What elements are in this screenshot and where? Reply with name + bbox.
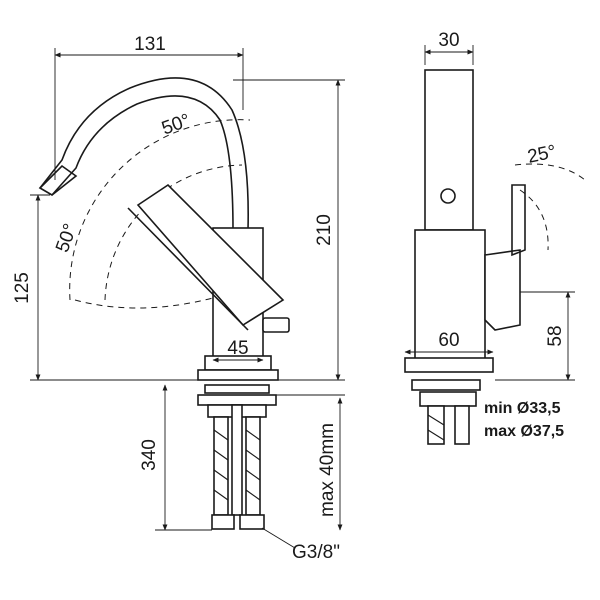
lever-handle-edge (127, 207, 249, 331)
dim-label-210: 210 (314, 214, 335, 246)
side-lever (484, 249, 521, 331)
hose-hatch (213, 429, 261, 501)
dim-label-max-40mm: max 40mm (317, 423, 338, 517)
mounting-plate-top (204, 384, 270, 394)
side-rod-right (454, 405, 470, 445)
center-stud (231, 404, 243, 516)
dim-label-58: 58 (545, 325, 566, 346)
spout-inner-outline (51, 95, 234, 231)
side-lever-arc (514, 163, 586, 181)
side-mounting-nut (419, 391, 477, 407)
side-lever-swing (511, 184, 526, 257)
hole-min-label: min Ø33,5 (484, 400, 561, 417)
hose-fitting-right (239, 514, 265, 530)
front-view: 131 210 125 45 50° 50° 340 max 40mm G3/8… (12, 34, 345, 563)
side-mounting-plate (411, 379, 481, 391)
hose-fitting-left (211, 514, 235, 530)
dim-label-340: 340 (139, 439, 160, 471)
dim-label-131: 131 (134, 34, 166, 55)
side-view: 30 25° 60 58 min Ø33,5 max Ø37,5 (404, 30, 586, 445)
aerator-outlet (440, 188, 456, 204)
side-body-lower (414, 229, 486, 361)
thread-leader (261, 527, 296, 549)
side-lever-arc-2 (519, 189, 549, 251)
mounting-plate (197, 394, 277, 406)
angle-label-50-top: 50° (159, 110, 193, 140)
angle-label-50-side: 50° (52, 221, 82, 255)
dim-label-125: 125 (12, 272, 33, 304)
thread-label: G3/8" (292, 542, 340, 563)
drain-knob (262, 317, 290, 333)
base-ring (197, 369, 279, 381)
side-body-top (424, 69, 474, 231)
lever-swing-arc-outer (69, 119, 251, 301)
side-hose-hatch (427, 414, 445, 441)
lever-handle (136, 183, 285, 327)
hole-max-label: max Ø37,5 (484, 423, 564, 440)
dim-label-45: 45 (227, 338, 248, 359)
side-base (404, 357, 494, 373)
spout-outline (39, 77, 249, 231)
dim-label-30: 30 (438, 30, 459, 51)
dim-label-60: 60 (438, 330, 459, 351)
angle-label-25: 25° (526, 141, 558, 168)
